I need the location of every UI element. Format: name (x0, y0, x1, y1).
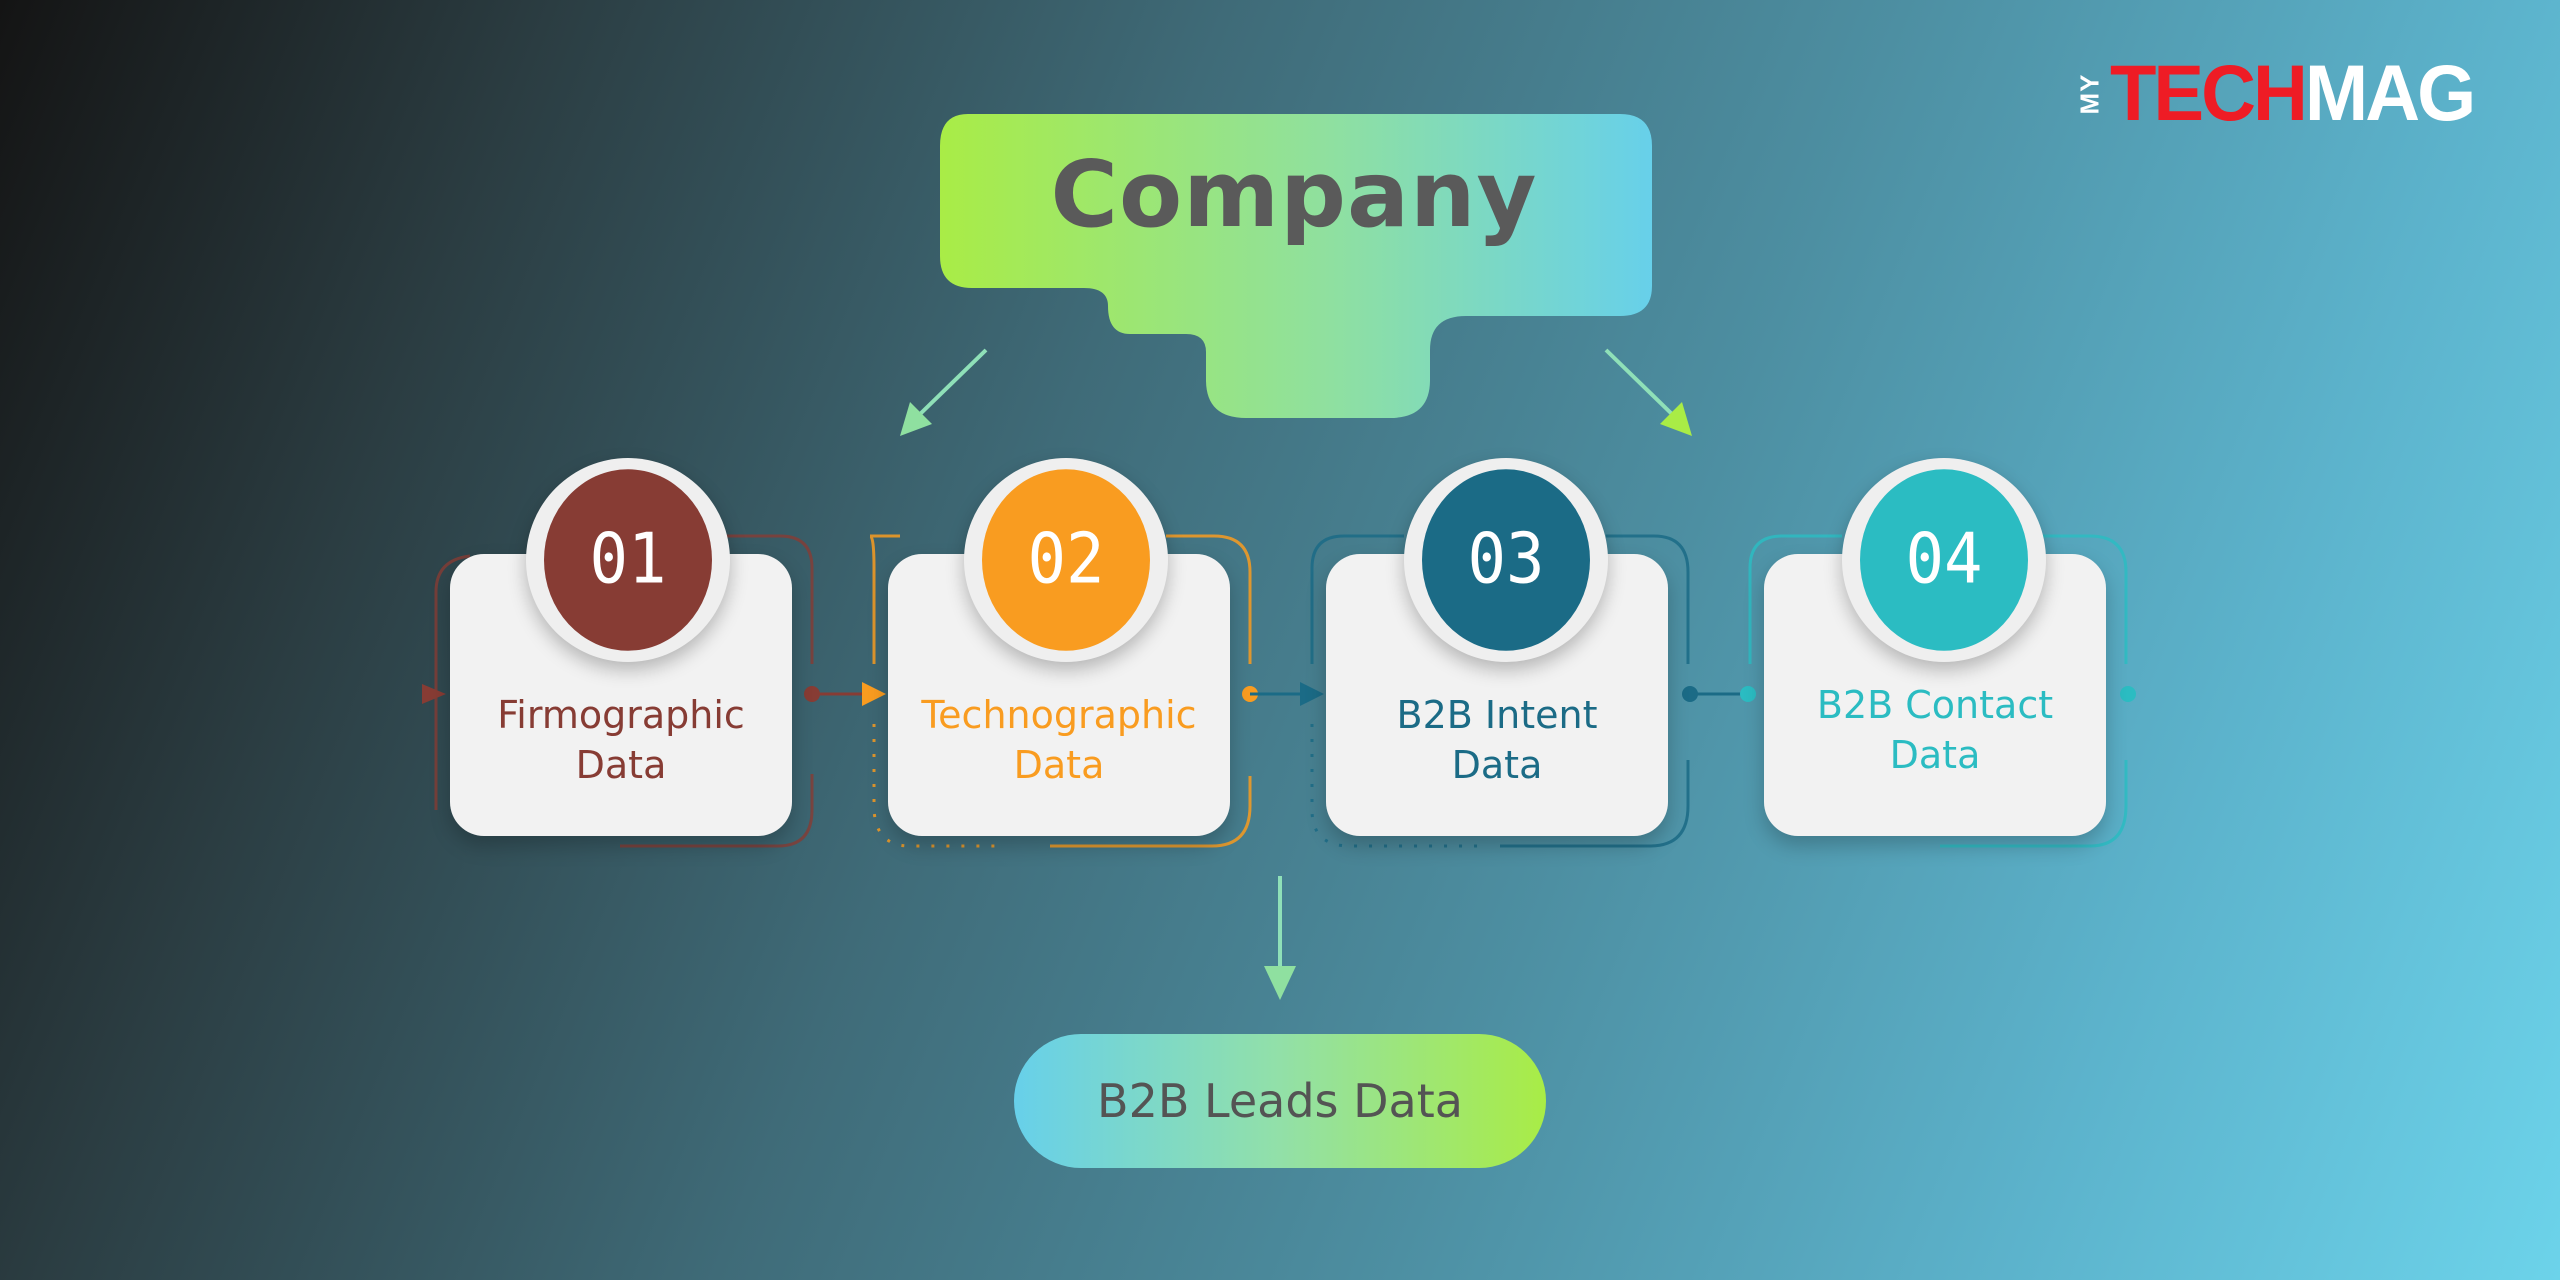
arrow-into-01 (422, 684, 446, 704)
step-label-02: Technographic Data (921, 693, 1197, 787)
connector-02-03 (1242, 682, 1324, 706)
step-badge-01: 01 (526, 458, 730, 662)
logo-mag-text: MAG (2304, 49, 2476, 138)
arrow-to-result (1264, 876, 1296, 1000)
card-bracket-03 (1310, 534, 1690, 848)
card-bracket-01 (434, 534, 814, 848)
step-label-01: Firmographic Data (497, 693, 745, 787)
logo-my: MY (2072, 52, 2108, 136)
step-badge-03: 03 (1404, 458, 1608, 662)
company-bubble (940, 114, 1652, 418)
arrow-company-left (900, 348, 988, 436)
result-pill: B2B Leads Data (1014, 1034, 1546, 1168)
step-label-03: B2B Intent Data (1396, 693, 1598, 787)
step-label-04: B2B Contact Data (1816, 683, 2054, 777)
step-badge-04: 04 (1842, 458, 2046, 662)
brand-logo: MY TECHMAG (2072, 49, 2492, 138)
end-dot-04 (2120, 686, 2136, 702)
logo-wordmark: TECHMAG (2110, 49, 2476, 138)
step-number-04: 04 (1860, 469, 2028, 651)
step-number-02: 02 (982, 469, 1150, 651)
diagram-title: Company (1050, 141, 1538, 248)
connector-01-02 (804, 682, 886, 706)
result-label: B2B Leads Data (1097, 1074, 1463, 1128)
card-bracket-04 (1748, 534, 2128, 848)
card-bracket-02 (869, 534, 1252, 848)
logo-tech-text: TECH (2110, 49, 2308, 138)
connector-03-04 (1682, 686, 1756, 702)
logo-my-text: MY (2074, 73, 2105, 115)
step-number-03: 03 (1422, 469, 1590, 651)
arrow-company-right (1604, 348, 1692, 436)
step-badge-02: 02 (964, 458, 1168, 662)
step-number-01: 01 (544, 469, 712, 651)
